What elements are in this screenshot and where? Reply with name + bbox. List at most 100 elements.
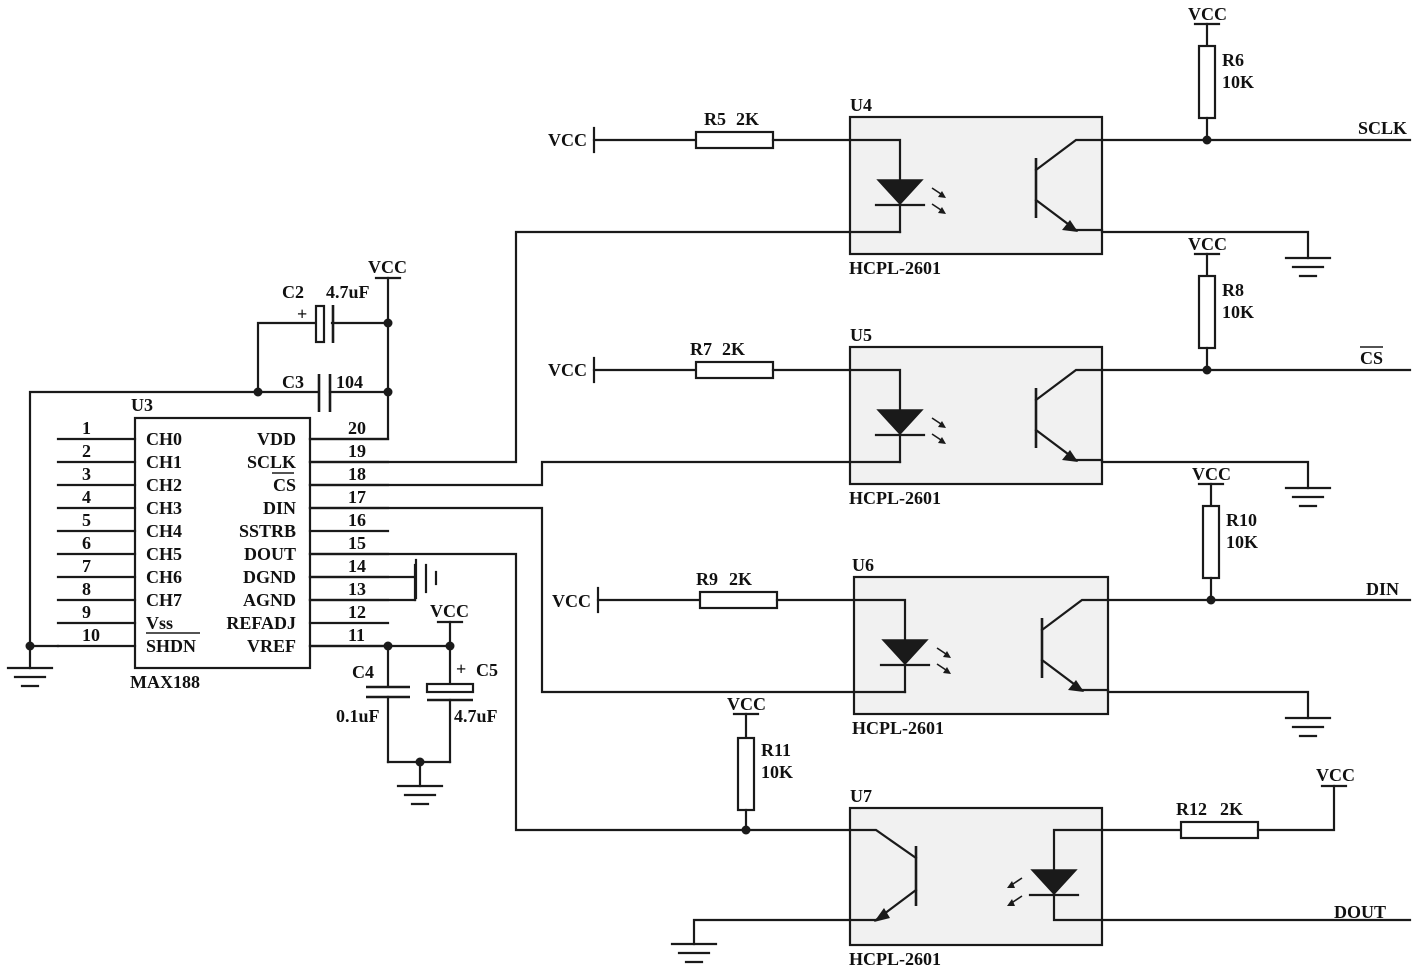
ground-symbol — [1284, 256, 1332, 278]
chip-left-pins: 1CH02CH13CH24CH35CH46CH57CH68CH79Vss10SH… — [56, 418, 200, 656]
c3-capacitor: C3 104 — [253, 372, 390, 412]
chip-pin-name: CH3 — [146, 498, 182, 518]
r10-ref: R10 — [1226, 510, 1257, 530]
chip-body — [133, 416, 312, 670]
top-ground-rail — [28, 390, 260, 670]
u5-led-icon — [876, 409, 924, 436]
u5-ref: U5 — [850, 325, 872, 345]
vcc-label: VCC — [368, 257, 407, 277]
junction-dot — [383, 387, 393, 397]
c3-ref: C3 — [282, 372, 304, 392]
chip-pin-number: 16 — [348, 510, 366, 530]
u5-light-arrows-icon — [931, 417, 946, 444]
r9-resistor — [698, 590, 779, 610]
u4-led-icon — [876, 179, 924, 206]
u5-optocoupler: U5 HCPL-2601 VCC R7 2K CS VCC R8 10K — [548, 234, 1412, 508]
chip-pin-name: AGND — [243, 590, 296, 610]
junction-dot — [253, 387, 263, 397]
chip-ref: U3 — [131, 395, 153, 415]
r5-value: 2K — [736, 109, 759, 129]
u6-ref: U6 — [852, 555, 874, 575]
chip-pin-name: CH7 — [146, 590, 182, 610]
dout-wire — [308, 552, 852, 832]
u7-optocoupler: U7 HCPL-2601 DOUT VCC R12 2K — [670, 694, 1412, 969]
chip-pin-number: 5 — [82, 510, 91, 530]
digital-analog-ground — [308, 558, 438, 602]
chip-pin-number: 6 — [82, 533, 91, 553]
r6-resistor — [1197, 44, 1217, 120]
u6-led-icon — [881, 639, 929, 666]
r8-resistor — [1197, 274, 1217, 350]
signal-wires — [308, 230, 856, 832]
u6-part: HCPL-2601 — [852, 718, 944, 738]
junction-dot — [25, 641, 35, 651]
u5-emitter-arrow-icon — [1062, 450, 1078, 462]
chip-pin-number: 13 — [348, 579, 366, 599]
u4-optocoupler: U4 HCPL-2601 VCC R5 2K SCLK VCC R — [548, 4, 1412, 278]
chip-pin-name: Vss — [146, 613, 173, 633]
dout-net-label: DOUT — [1334, 902, 1386, 922]
chip-pin-number: 12 — [348, 602, 366, 622]
chip-pin-number: 4 — [82, 487, 91, 507]
vcc-label: VCC — [1188, 234, 1227, 254]
r5-resistor — [694, 130, 775, 150]
chip-pin-number: 20 — [348, 418, 366, 438]
c2-value: 4.7uF — [326, 282, 370, 302]
chip-pin-number: 8 — [82, 579, 91, 599]
u4-light-arrows-icon — [931, 187, 946, 214]
r7-value: 2K — [722, 339, 745, 359]
u7-light-arrows-icon — [1007, 877, 1023, 906]
chip-pin-name: CH1 — [146, 452, 182, 472]
r8-value: 10K — [1222, 302, 1254, 322]
chip-pin-name: DIN — [263, 498, 296, 518]
chip-part: MAX188 — [130, 672, 200, 692]
vcc-label: VCC — [430, 601, 469, 621]
c5-ref: C5 — [476, 660, 498, 680]
chip-pin-name: VREF — [247, 636, 296, 656]
r9-ref: R9 — [696, 569, 718, 589]
r5-ref: R5 — [704, 109, 726, 129]
vdd-vcc-net: VCC — [308, 257, 407, 441]
u4-collector — [1034, 138, 1104, 172]
vref-network: VCC C4 0.1uF + C5 4.7uF — [308, 601, 498, 806]
u6-optocoupler: U6 HCPL-2601 VCC R9 2K DIN VCC R10 10K — [552, 464, 1412, 738]
c2-left-wire — [256, 321, 320, 394]
r10-resistor — [1201, 504, 1221, 580]
c5-plus-sign: + — [456, 659, 466, 679]
junction-dot — [383, 318, 393, 328]
chip-pin-number: 9 — [82, 602, 91, 622]
r11-ref: R11 — [761, 740, 791, 760]
chip-pin-number: 19 — [348, 441, 366, 461]
c5-positive-plate — [425, 682, 475, 694]
r12-ref: R12 — [1176, 799, 1207, 819]
chip-pin-number: 7 — [82, 556, 91, 576]
chip-pin-name: CH0 — [146, 429, 182, 449]
vcc-label: VCC — [727, 694, 766, 714]
r8-ref: R8 — [1222, 280, 1244, 300]
u4-emitter-arrow-icon — [1062, 220, 1078, 232]
ground-symbol — [6, 666, 54, 688]
chip-pin-name: CH5 — [146, 544, 182, 564]
r9-value: 2K — [729, 569, 752, 589]
r7-resistor — [694, 360, 775, 380]
chip-pin-number: 18 — [348, 464, 366, 484]
c5-value: 4.7uF — [454, 706, 498, 726]
vcc-label: VCC — [552, 591, 591, 611]
c2-capacitor: + C2 4.7uF — [256, 282, 390, 394]
vcc-label: VCC — [1192, 464, 1231, 484]
chip-pin-name: CS — [273, 475, 296, 495]
c2-ref: C2 — [282, 282, 304, 302]
chip-pin-name: SSTRB — [239, 521, 296, 541]
cs-wire — [308, 460, 852, 487]
ground-symbol — [670, 942, 718, 964]
chip-pin-name: SHDN — [146, 636, 196, 656]
vcc-label: VCC — [1316, 765, 1355, 785]
c2-plus-sign: + — [297, 304, 307, 324]
ground-symbol — [396, 784, 444, 806]
chip-pin-name: REFADJ — [226, 613, 296, 633]
chip-pin-number: 3 — [82, 464, 91, 484]
u4-led-anode-wire — [848, 138, 902, 182]
chip-pin-number: 15 — [348, 533, 366, 553]
u7-part: HCPL-2601 — [849, 949, 941, 969]
